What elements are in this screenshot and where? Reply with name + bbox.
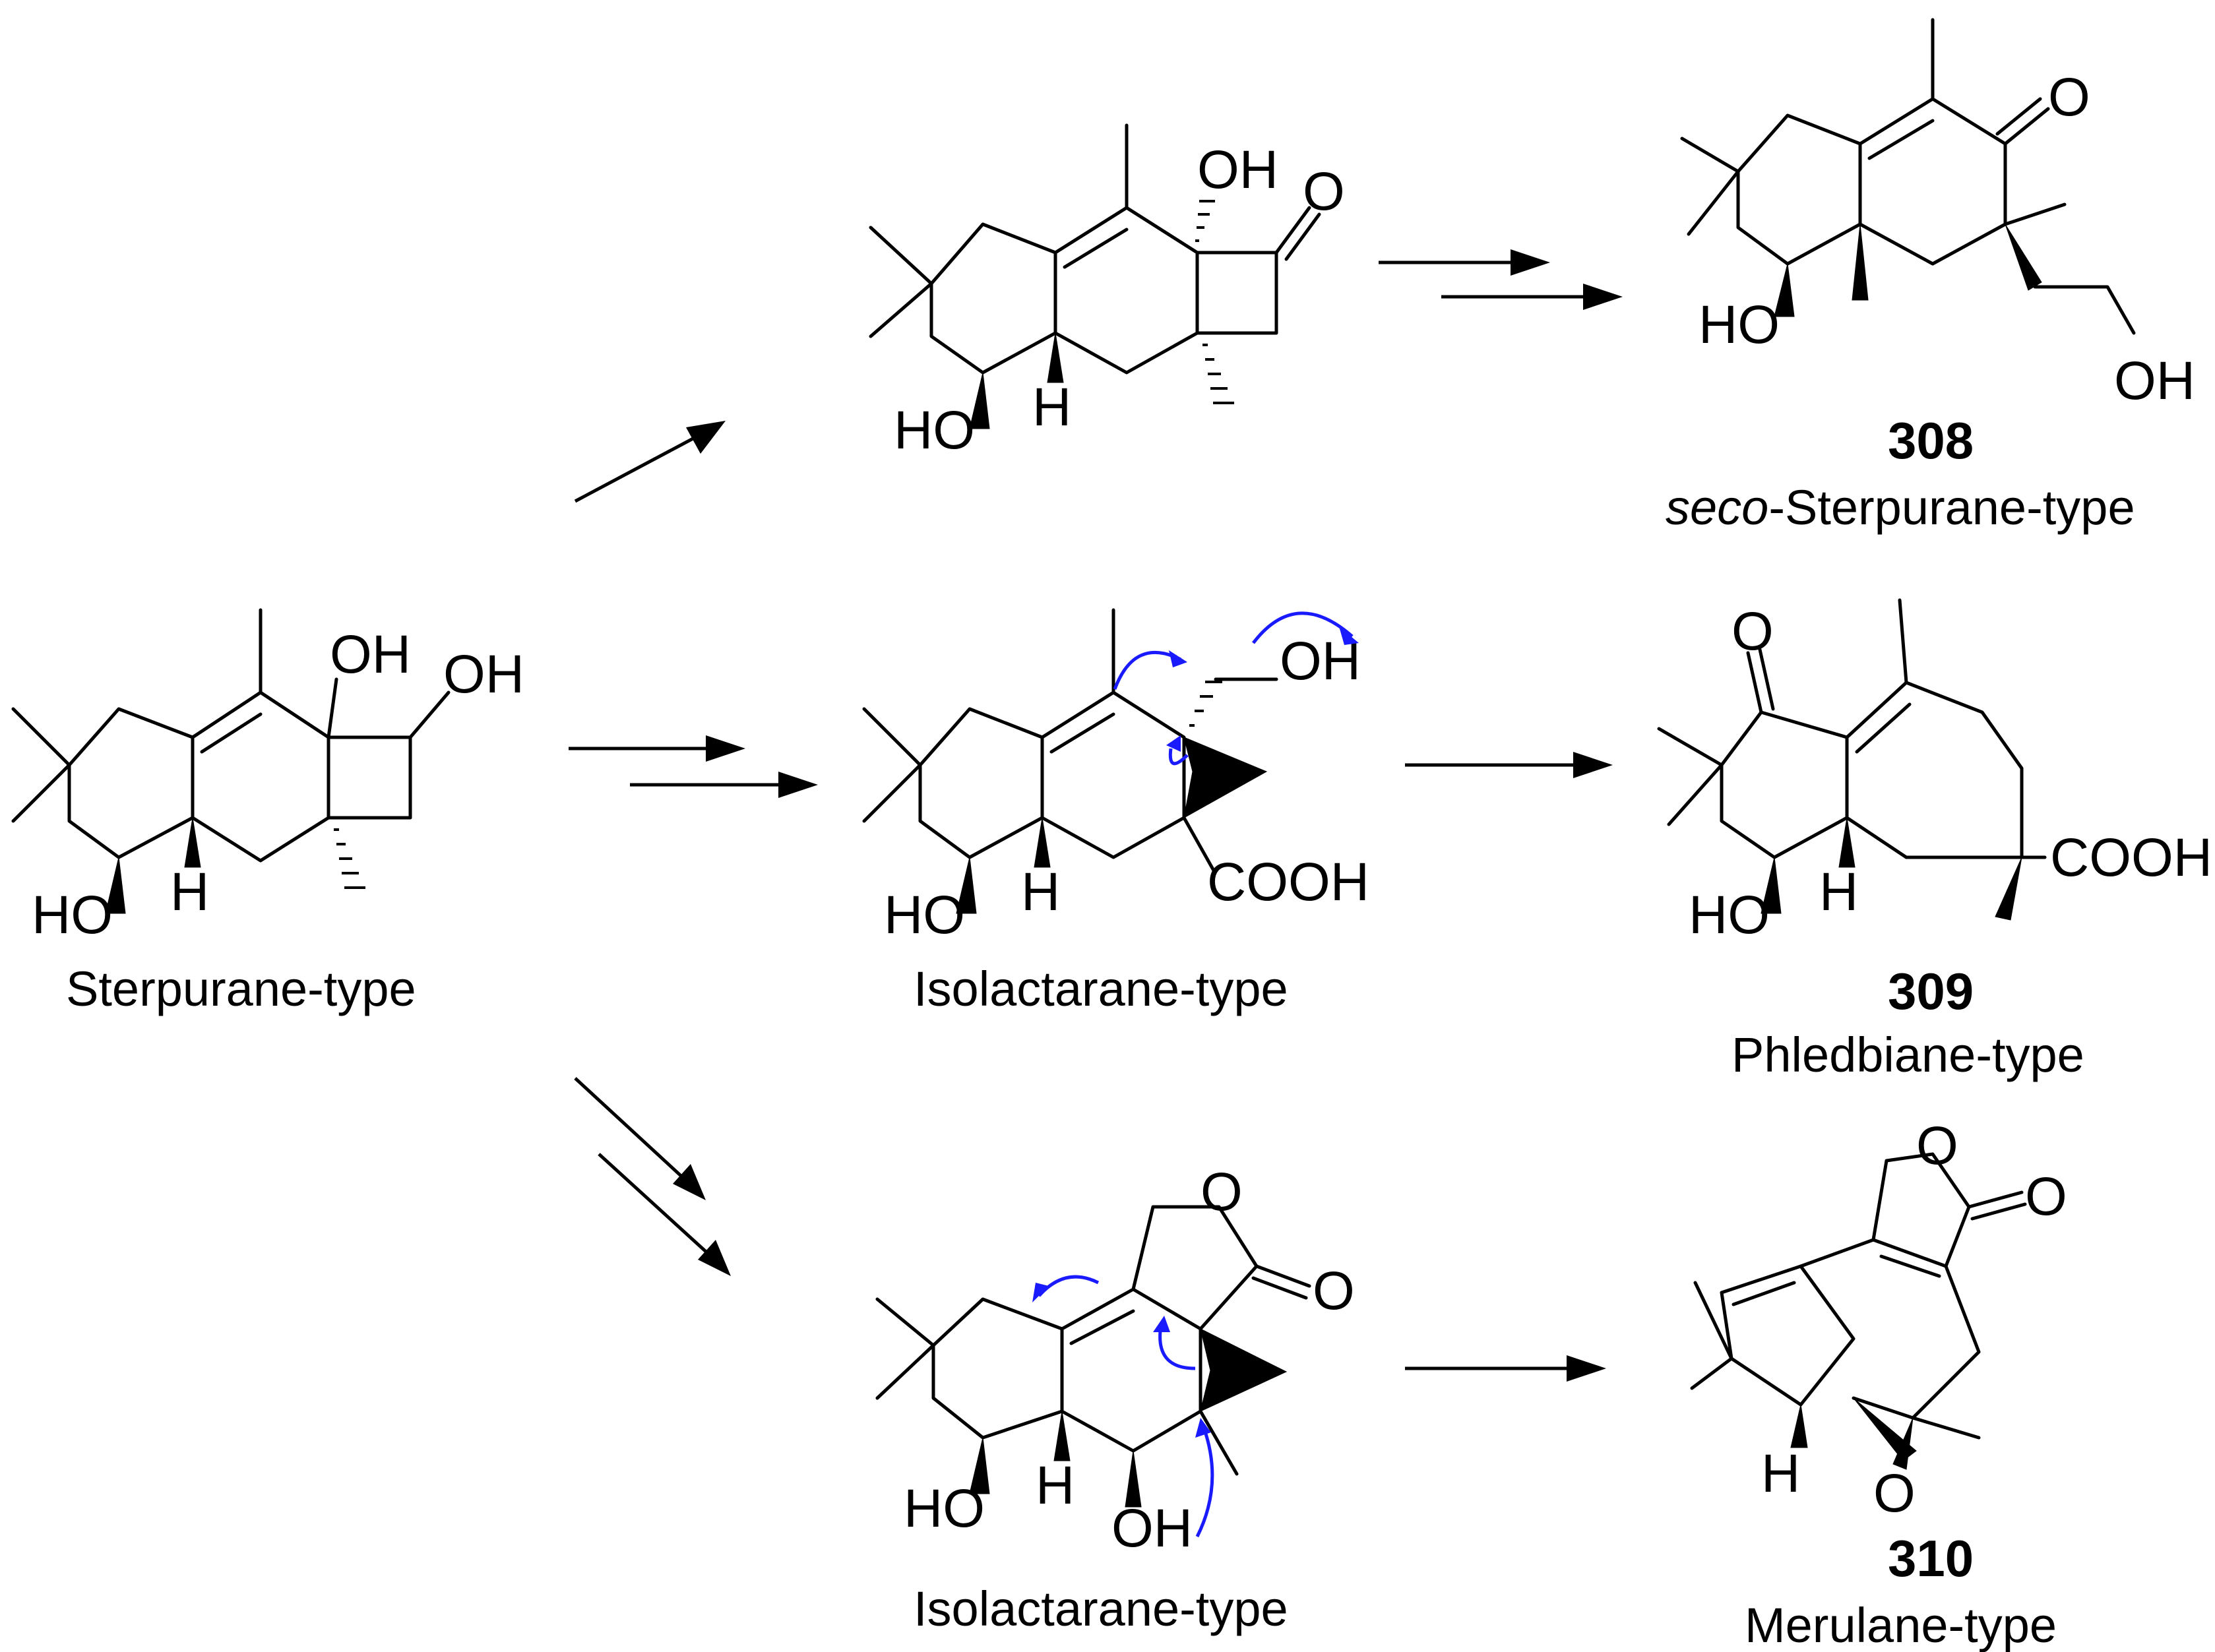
arrow-double-to-isolactarane-mid — [569, 735, 818, 798]
isolactarane-bottom-ho: HO — [904, 1479, 985, 1539]
curly-arrow-3 — [1252, 611, 1354, 644]
isolactarane-bottom-o-keto: O — [1313, 1261, 1355, 1321]
sterpurane-ho: HO — [32, 885, 113, 945]
compound-308-o: O — [2048, 67, 2090, 127]
compound-309-o: O — [1731, 601, 1774, 661]
compound-310-h: H — [1761, 1444, 1800, 1504]
compound-308-number: 308 — [1888, 412, 1974, 470]
curly-arrow-6 — [1195, 1427, 1214, 1538]
isolactarane-mid-structure: OH COOH HO H Isolactarane-type — [862, 608, 1369, 1016]
compound-309-number: 309 — [1888, 962, 1974, 1020]
compound-308-structure: O HO OH 308 seco-Sterpurane-type — [1666, 18, 2195, 535]
top-intermediate-oh: OH — [1197, 140, 1278, 200]
isolactarane-mid-label: Isolactarane-type — [914, 962, 1288, 1016]
isolactarane-mid-cooh: COOH — [1207, 852, 1369, 912]
arrow-double-to-isolactarane-bottom — [574, 1077, 731, 1276]
sterpurane-oh-right: OH — [443, 644, 524, 704]
compound-310-number: 310 — [1888, 1529, 1974, 1587]
compound-310-o-epoxide: O — [1873, 1463, 1916, 1523]
top-intermediate-structure: OH O HO H — [869, 123, 1345, 460]
sterpurane-h: H — [170, 862, 209, 922]
arrow-to-309 — [1405, 752, 1613, 778]
compound-310-structure: O O O H 310 Merulane-type — [1690, 1116, 2067, 1652]
top-intermediate-o: O — [1303, 162, 1345, 222]
compound-309-h: H — [1819, 862, 1858, 922]
isolactarane-mid-ho: HO — [884, 885, 965, 945]
curly-arrow-5 — [1158, 1325, 1196, 1370]
compound-308-label: seco-Sterpurane-type — [1666, 480, 2135, 535]
compound-309-ho: HO — [1689, 885, 1770, 945]
top-intermediate-h: H — [1032, 377, 1071, 437]
isolactarane-bottom-oh: OH — [1111, 1498, 1193, 1558]
arrow-to-310 — [1405, 1355, 1606, 1382]
arrow-double-to-308 — [1379, 249, 1623, 310]
compound-309-label: Phledbiane-type — [1731, 1027, 2084, 1082]
compound-309-structure: O COOH HO H 309 Phledbiane-type — [1657, 598, 2212, 1082]
sterpurane-oh-top: OH — [330, 625, 411, 685]
isolactarane-bottom-label: Isolactarane-type — [914, 1581, 1288, 1636]
compound-310-o-keto: O — [2025, 1167, 2067, 1227]
compound-308-ho: HO — [1699, 295, 1780, 355]
sterpurane-structure: OH OH HO H Sterpurane-type — [11, 608, 524, 1016]
compound-310-o-ring: O — [1916, 1116, 1958, 1176]
compound-310-label: Merulane-type — [1745, 1598, 2057, 1652]
top-intermediate-ho: HO — [894, 400, 975, 460]
isolactarane-bottom-h: H — [1036, 1455, 1075, 1515]
arrow-to-top-intermediate — [574, 421, 726, 503]
isolactarane-mid-h: H — [1021, 862, 1060, 922]
compound-309-cooh: COOH — [2050, 828, 2212, 888]
compound-308-oh: OH — [2114, 351, 2195, 411]
isolactarane-bottom-structure: O O HO OH H Isolactarane-type — [875, 1162, 1355, 1636]
curly-arrow-2 — [1168, 748, 1189, 766]
reaction-arrows — [569, 249, 1623, 1382]
sterpurane-label: Sterpurane-type — [66, 962, 416, 1016]
isolactarane-bottom-o-ring: O — [1201, 1162, 1243, 1222]
